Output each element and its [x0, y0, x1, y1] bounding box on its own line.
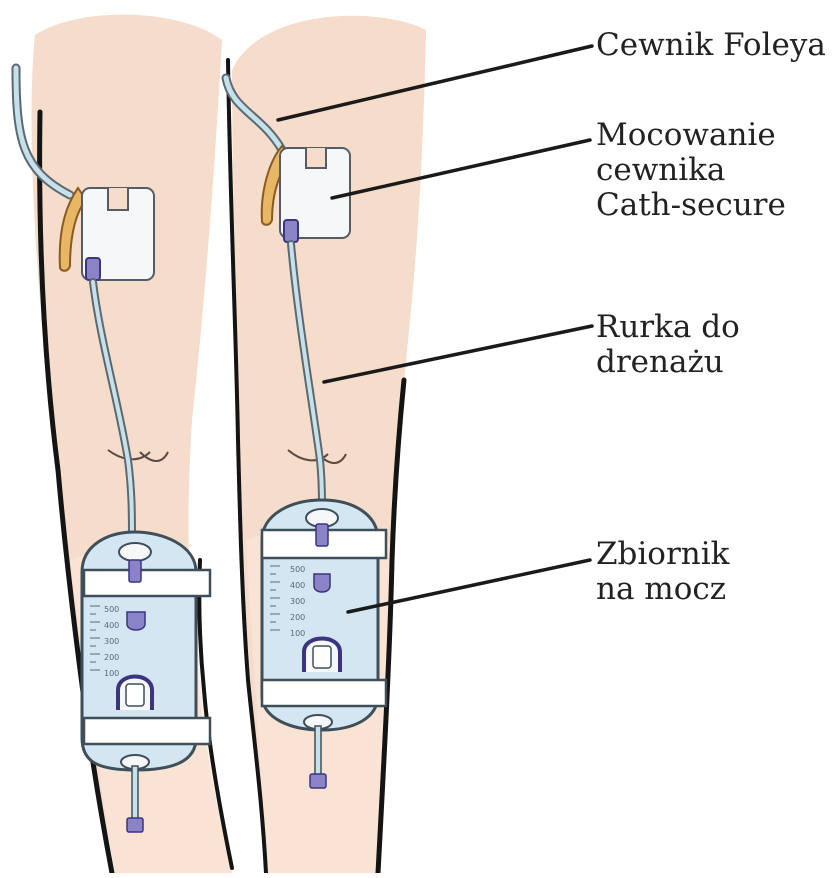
right-scale-label-100: 100 [290, 629, 305, 638]
left-bag-outlet-window [126, 684, 144, 706]
left-drain-cap [127, 818, 143, 832]
right-bag-lower-strap [262, 680, 386, 706]
left-scale-label-200: 200 [104, 653, 119, 662]
right-connector [284, 220, 298, 242]
right-leg [228, 16, 426, 873]
label-cath-secure: Mocowanie cewnika Cath-secure [596, 118, 786, 223]
right-scale-label-300: 300 [290, 597, 305, 606]
right-scale-label-500: 500 [290, 565, 305, 574]
left-drain-spout [132, 766, 138, 822]
left-bag-lower-strap [84, 718, 210, 744]
right-drain-cap [310, 774, 326, 788]
label-urine-bag: Zbiornik na mocz [596, 537, 729, 607]
right-bag-inlet-connector [316, 524, 328, 546]
label-foley-catheter: Cewnik Foleya [596, 28, 826, 63]
left-dressing-notch [108, 188, 128, 210]
right-bag-valve [314, 574, 330, 592]
left-bag-top-port [119, 543, 151, 561]
right-dressing-notch [306, 148, 326, 168]
right-drain-spout [315, 726, 321, 778]
right-bag-outlet-window [313, 646, 331, 668]
left-scale-label-100: 100 [104, 669, 119, 678]
left-scale-label-400: 400 [104, 621, 119, 630]
label-drainage-tubing: Rurka do drenażu [596, 310, 740, 380]
left-bag-inlet-connector [129, 560, 141, 582]
left-scale-label-500: 500 [104, 605, 119, 614]
left-bag-upper-strap [84, 570, 210, 596]
right-scale-label-400: 400 [290, 581, 305, 590]
left-bag-valve [127, 612, 145, 630]
right-scale-label-200: 200 [290, 613, 305, 622]
left-connector [86, 258, 100, 280]
left-scale-label-300: 300 [104, 637, 119, 646]
